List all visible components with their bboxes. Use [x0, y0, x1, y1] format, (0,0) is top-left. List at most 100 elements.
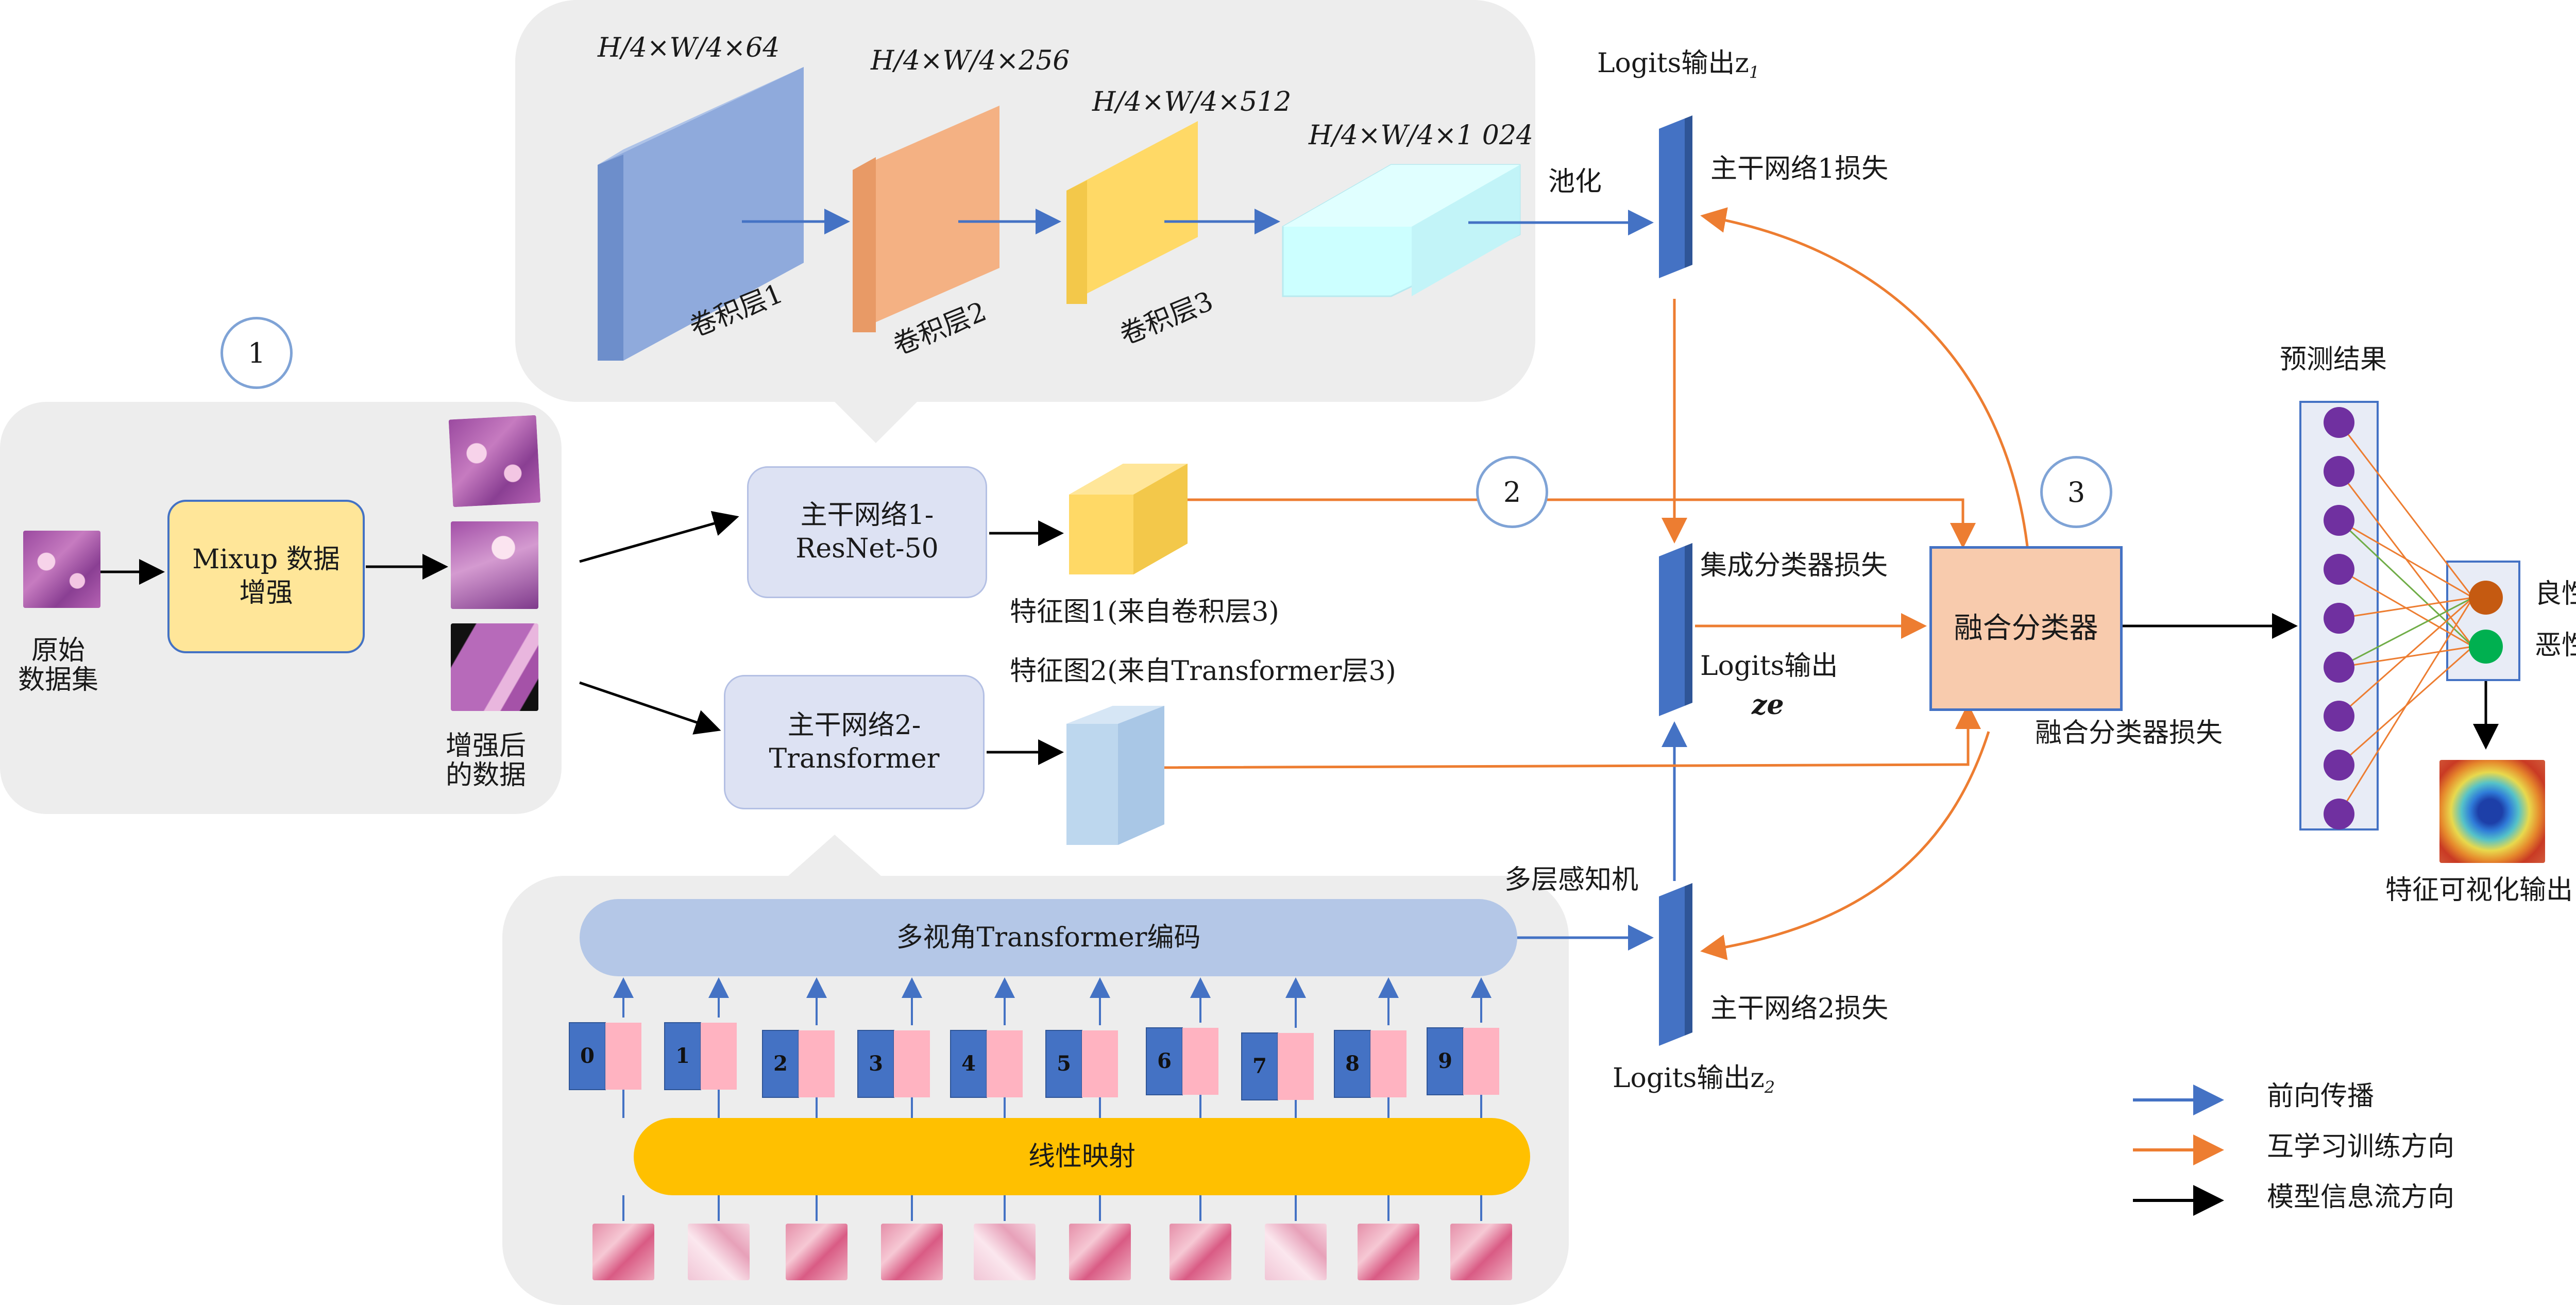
token-index: 3 — [869, 1052, 883, 1076]
image-patch — [1170, 1224, 1231, 1280]
token-embedding-block — [1463, 1028, 1499, 1095]
token-position-block — [664, 1022, 701, 1090]
prediction-connection — [2338, 519, 2474, 648]
image-patch — [1358, 1224, 1419, 1280]
backbone1-loss-label: 主干网络1损失 — [1710, 154, 1889, 184]
malignant-label: 恶性 — [2535, 630, 2576, 661]
image-patch — [974, 1224, 1036, 1280]
feature-visual-output-label: 特征可视化输出 — [2385, 875, 2573, 906]
step-circle-1: 1 — [221, 317, 293, 389]
token-index: 1 — [675, 1044, 690, 1068]
legend-forward-label: 前向传播 — [2267, 1081, 2375, 1112]
pooled-feature-cube — [1282, 164, 1521, 297]
token-embedding-block — [701, 1023, 737, 1090]
token-position-block — [1241, 1032, 1278, 1100]
benign-node — [2469, 581, 2503, 615]
original-dataset-label: 原始 数据集 — [18, 635, 99, 696]
backbone2-loss-label: 主干网络2损失 — [1710, 993, 1889, 1024]
dim-label-4: H/4×W/4×1 024 — [1309, 120, 1534, 151]
hidden-node — [2324, 554, 2354, 585]
feature1-to-fusion-arrow — [1175, 498, 1976, 549]
hidden-node — [2324, 603, 2354, 634]
token-position-block — [569, 1022, 606, 1090]
conv-layer1-cube — [598, 67, 804, 361]
feature-map2-label: 特征图2(来自Transformer层3) — [1010, 656, 1396, 687]
fusion-to-backbone2-loss-arrow — [1700, 731, 1990, 960]
token-index: 7 — [1252, 1054, 1267, 1078]
ensemble-loss-label: 集成分类器损失 — [1700, 550, 1888, 581]
multiview-encoder-bar: 多视角Transformer编码 — [580, 899, 1517, 976]
hidden-node — [2324, 701, 2354, 732]
token-embedding-block — [799, 1030, 835, 1097]
token-embedding-block — [1182, 1028, 1218, 1095]
hidden-node — [2324, 652, 2354, 683]
logits-ze-var: ze — [1752, 689, 1784, 721]
token-index: 9 — [1438, 1049, 1452, 1073]
image-patch — [688, 1224, 750, 1280]
token-embedding-block — [894, 1030, 930, 1097]
augmented-to-backbone2-arrow — [579, 681, 721, 735]
augmented-image-2 — [451, 521, 538, 609]
mixup-box: Mixup 数据 增强 — [167, 500, 365, 653]
feature-map1-label: 特征图1(来自卷积层3) — [1010, 597, 1279, 628]
image-patch — [881, 1224, 943, 1280]
legend-info-label: 模型信息流方向 — [2267, 1182, 2455, 1213]
fusion-loss-label: 融合分类器损失 — [2035, 718, 2223, 749]
conv-layer2-cube — [853, 106, 999, 332]
original-image-thumb — [23, 531, 100, 608]
feature2-to-fusion-arrow — [1143, 703, 1981, 769]
step-circle-2: 2 — [1476, 456, 1548, 528]
prediction-connection — [2338, 597, 2473, 717]
prediction-result-title: 预测结果 — [2280, 344, 2387, 375]
token-index: 0 — [580, 1044, 595, 1068]
token-index: 5 — [1057, 1052, 1071, 1076]
image-patch — [786, 1224, 848, 1280]
dim-label-3: H/4×W/4×512 — [1092, 87, 1292, 117]
token-embedding-block — [1082, 1030, 1118, 1097]
mlp-label: 多层感知机 — [1504, 865, 1639, 895]
logits-bar-z2 — [1659, 883, 1692, 1046]
image-patch — [1265, 1224, 1327, 1280]
hidden-node — [2324, 799, 2354, 829]
token-position-block — [1427, 1027, 1464, 1095]
token-embedding-block — [987, 1030, 1023, 1097]
prediction-connection — [2338, 597, 2474, 815]
logits-ze-label: Logits输出 — [1700, 651, 1838, 682]
augmented-to-backbone1-arrow — [579, 511, 739, 563]
logits-z1-label: Logits输出z1 — [1597, 48, 1760, 82]
fusion-classifier-box: 融合分类器 — [1929, 546, 2123, 711]
token-index: 8 — [1345, 1052, 1360, 1076]
malignant-node — [2469, 630, 2503, 664]
feature-map2-cube — [1066, 706, 1164, 845]
token-embedding-block — [1278, 1033, 1314, 1100]
token-embedding-block — [605, 1023, 641, 1090]
logits-bar-ze — [1659, 543, 1692, 716]
pooling-label: 池化 — [1548, 166, 1602, 197]
augmented-image-3 — [451, 623, 538, 711]
linear-projection-bar: 线性映射 — [634, 1118, 1530, 1195]
logits-bar-z1 — [1659, 115, 1692, 278]
token-index: 6 — [1157, 1049, 1172, 1073]
dim-label-2: H/4×W/4×256 — [871, 45, 1070, 76]
hidden-node — [2324, 456, 2354, 487]
step-circle-3: 3 — [2040, 456, 2112, 528]
image-patch — [1450, 1224, 1512, 1280]
logits-z2-label: Logits输出z2 — [1613, 1063, 1775, 1097]
image-patch — [1069, 1224, 1131, 1280]
prediction-connection — [2338, 519, 2473, 599]
dim-label-1: H/4×W/4×64 — [598, 32, 780, 63]
prediction-connection — [2338, 597, 2473, 619]
prediction-connections — [2338, 422, 2474, 815]
token-position-block — [950, 1030, 987, 1098]
gradcam-heatmap — [2439, 760, 2545, 863]
conv-layer3-cube — [1066, 121, 1198, 304]
token-index: 2 — [773, 1052, 788, 1076]
benign-label: 良性 — [2535, 579, 2576, 609]
image-patch — [592, 1224, 654, 1280]
hidden-node — [2324, 407, 2354, 438]
backbone2-transformer-box: 主干网络2- Transformer — [724, 675, 985, 809]
token-index: 4 — [961, 1052, 976, 1076]
prediction-nodes — [2324, 407, 2354, 829]
